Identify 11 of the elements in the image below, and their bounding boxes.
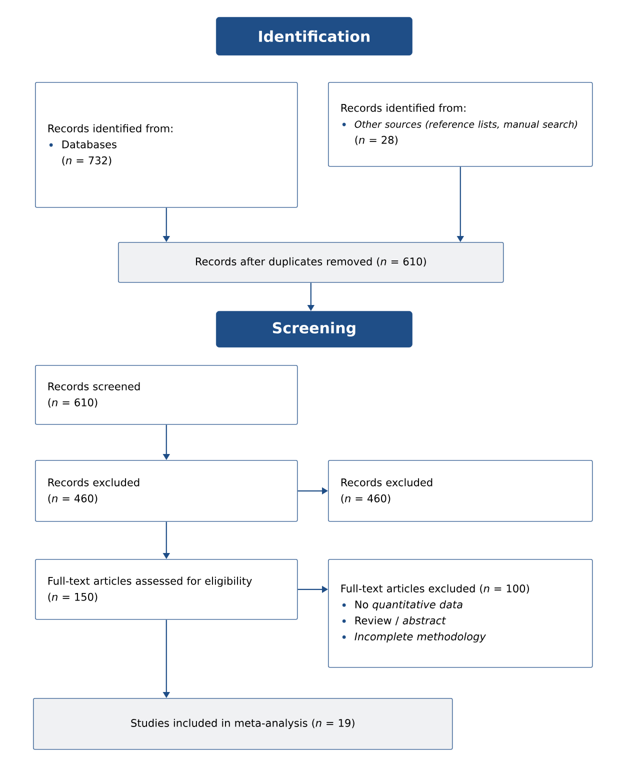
process-box: Records excluded (n = 460): [328, 460, 593, 522]
process-box: Records after duplicates removed (n = 610): [118, 242, 504, 283]
process-box: Full-text articles excluded (n = 100) No quantitative data Review / abstract Incomplete methodology: [328, 559, 593, 668]
process-box: Records excluded (n = 460): [35, 460, 298, 522]
process-box: Records screened (n = 610): [35, 365, 298, 425]
process-box: Records identified from: Other sources (reference lists, manual search) (n = 28): [328, 82, 593, 167]
process-box: Full-text articles assessed for eligibility (n = 150): [35, 559, 298, 620]
stage-header: Screening: [216, 311, 412, 348]
process-box: Studies included in meta-analysis (n = 19): [33, 698, 453, 750]
process-box: Records identified from: Databases (n = 732): [35, 82, 298, 208]
stage-header: Identification: [216, 17, 412, 56]
